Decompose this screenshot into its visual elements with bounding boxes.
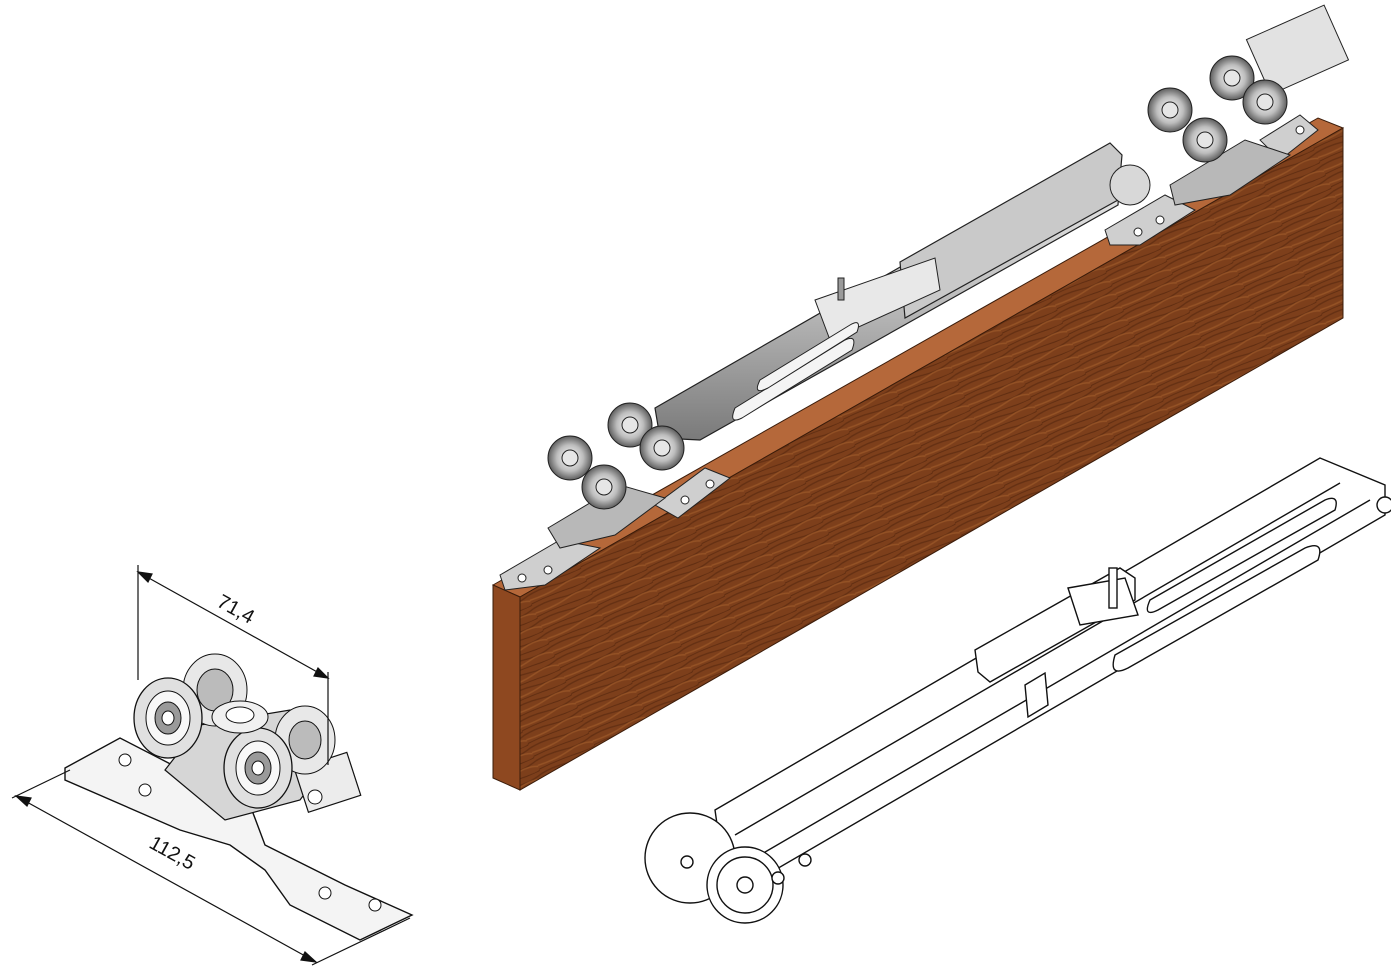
left-mount-hole-3 (680, 495, 690, 505)
right-wheel-3-hub (1196, 131, 1214, 149)
dimension-width-arrow-left (136, 571, 153, 584)
dimension-length (11, 769, 411, 966)
dimension-length-label: 112,5 (145, 832, 198, 875)
dimension-width-line (137, 571, 329, 679)
left-mount-hole-4 (705, 479, 715, 489)
damper-line-far-end (1376, 496, 1391, 514)
damper-slot (732, 337, 855, 421)
dimension-length-arrow-right (300, 951, 318, 963)
door-end-face (492, 584, 521, 791)
right-wheel-1-hub (1161, 101, 1179, 119)
damper-spring-housing (814, 257, 941, 341)
right-mount-plate (1104, 194, 1197, 246)
mounted-soft-close-mechanism (499, 4, 1350, 591)
damper-line-end-roller-hole (680, 855, 694, 869)
damper-line-slot-1 (1112, 545, 1321, 672)
dimension-width-arrow-right (313, 666, 330, 679)
damper-line-screw (1108, 567, 1118, 609)
left-mount-hole-2 (543, 565, 553, 575)
left-wheel-2-hub (621, 416, 639, 434)
right-carriage (1104, 4, 1350, 246)
carriage-end-hole (307, 789, 323, 805)
wooden-door-panel (491, 117, 1345, 791)
damper-end-roller (1109, 164, 1151, 206)
damper-slot-2 (756, 322, 859, 392)
base-hole-3 (318, 886, 332, 900)
left-wheel-3-hub (595, 478, 613, 496)
right-mount-hole-1 (1133, 227, 1143, 237)
damper-line-slot-2 (1146, 497, 1337, 614)
carriage-top-bolt (211, 700, 269, 734)
right-wheel-2-hub (1223, 69, 1241, 87)
left-carriage (499, 402, 732, 591)
dimension-length-ext-right (311, 917, 411, 966)
dimension-width (136, 565, 330, 765)
damper-line-drawing (644, 457, 1391, 924)
dimension-length-line (15, 795, 317, 963)
right-mount-hole-3 (1295, 125, 1305, 135)
damper-rail-edge-2 (759, 499, 1371, 856)
carriage-wheel-front-left (133, 677, 203, 759)
left-wheel-4-hub (653, 439, 671, 457)
damper-line-plate (1067, 577, 1139, 626)
adjust-screw (837, 277, 845, 301)
damper-line-pin-1 (771, 871, 785, 885)
left-mount-hole-1 (517, 573, 527, 583)
base-hole-2 (138, 783, 152, 797)
right-connector-block (1245, 4, 1350, 96)
base-hole-4 (368, 898, 382, 912)
dimension-width-label: 71,4 (213, 591, 258, 629)
dimension-length-arrow-left (14, 795, 32, 807)
damper-rail-edge-1 (734, 482, 1341, 836)
dimension-length-ext-left (11, 769, 71, 799)
left-wheel-1-hub (561, 449, 579, 467)
base-hole-1 (118, 753, 132, 767)
right-wheel-4-hub (1256, 93, 1274, 111)
right-mount-bracket (1169, 139, 1292, 206)
carriage-detail-drawing: 71,4 112,5 (11, 565, 414, 966)
damper-collar (1024, 671, 1049, 719)
right-mount-hole-2 (1155, 215, 1165, 225)
carriage-wheel-front-right (223, 727, 293, 809)
damper-line-gear-hub (736, 876, 754, 894)
damper-line-pin-2 (798, 853, 812, 867)
